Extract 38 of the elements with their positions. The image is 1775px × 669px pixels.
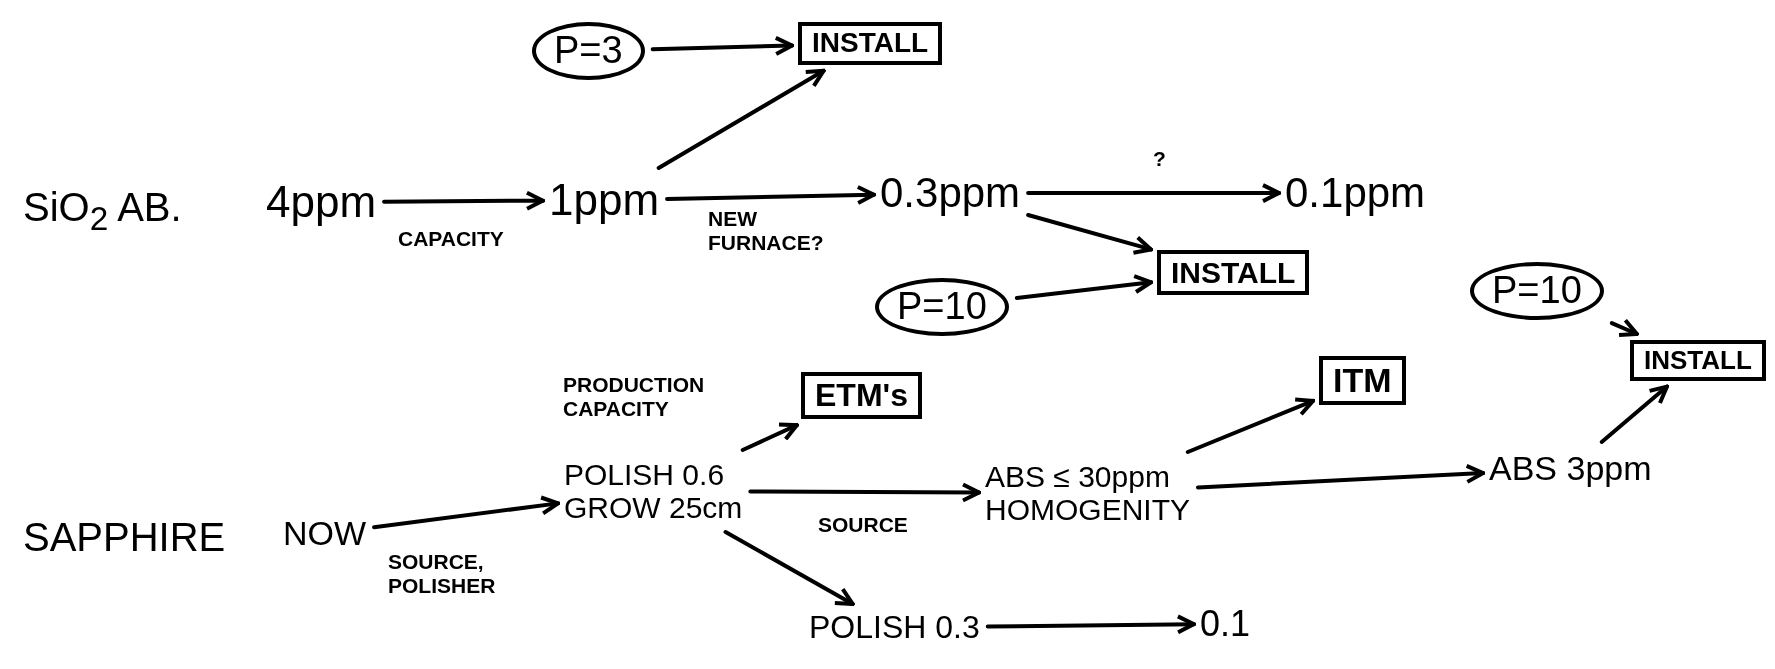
node-text: 0.1ppm: [1285, 170, 1426, 217]
arrow: [1026, 213, 1153, 255]
node-text: NOW: [283, 515, 367, 553]
arrow: [723, 530, 855, 606]
arrow: [1599, 384, 1669, 444]
node-text: 4ppm: [266, 178, 377, 227]
arrow: [650, 35, 794, 56]
process-box: INSTALL: [1630, 340, 1766, 381]
arrow: [1026, 183, 1281, 204]
node-text: 1ppm: [549, 176, 660, 225]
arrow: [985, 614, 1196, 635]
process-box: ITM: [1319, 356, 1406, 406]
arrow: [740, 422, 799, 452]
node-text: HOMOGENITY: [985, 493, 1190, 526]
arrow: [1196, 463, 1485, 490]
arrow: [656, 68, 826, 170]
node-text: 0.1: [1200, 604, 1251, 644]
node-text: ABS ≤ 30ppm: [985, 460, 1170, 493]
process-box: ETM's: [801, 372, 922, 420]
arrow: [1185, 397, 1315, 454]
arrow: [372, 495, 560, 530]
ellipse-node: P=3: [532, 22, 645, 80]
arrow: [1609, 318, 1639, 337]
node-text: GROW 25cm: [564, 491, 743, 524]
process-box: INSTALL: [798, 22, 943, 65]
node-text: POLISH 0.6: [564, 458, 725, 491]
arrow: [1014, 274, 1153, 301]
arrow: [748, 482, 981, 503]
arrow: [382, 190, 545, 211]
arrow: [665, 185, 876, 205]
node-text: ABS 3ppm: [1489, 450, 1652, 488]
row-label: SAPPHIRE: [23, 515, 226, 560]
process-box: INSTALL: [1157, 250, 1310, 295]
ellipse-node: P=10: [1470, 262, 1604, 320]
row-label: SiO$_{2}$ AB.: [23, 185, 182, 238]
node-text: 0.3ppm: [880, 170, 1021, 217]
node-text: POLISH 0.3: [809, 610, 980, 646]
ellipse-node: P=10: [875, 278, 1009, 336]
